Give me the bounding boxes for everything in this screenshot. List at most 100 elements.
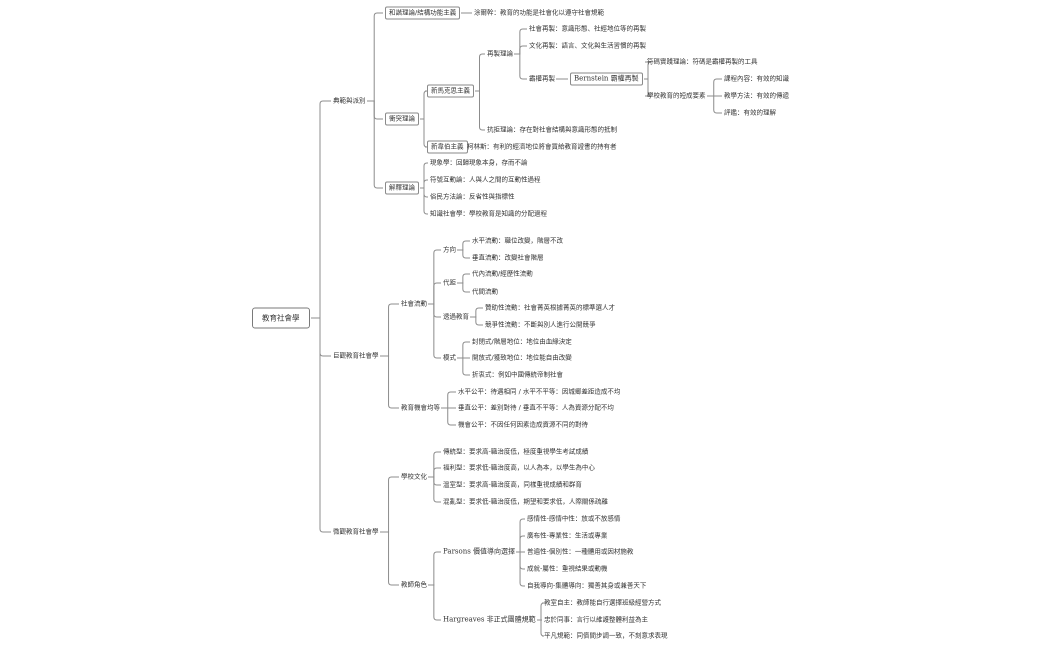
topic-node[interactable]: 知識社會學：學校教育是知識的分配過程 [430, 209, 547, 218]
topic-node[interactable]: 文化再製：語言、文化與生活習慣的再製 [529, 41, 646, 50]
topic-node[interactable]: 符號互動論：人與人之間的互動性過程 [430, 175, 541, 184]
topic-node[interactable]: 成就-屬性：重視結果或動機 [527, 564, 608, 573]
topic-node[interactable]: 代距 [443, 278, 456, 287]
topic-node[interactable]: 折衷式：例如中國傳統帝制社會 [472, 370, 563, 379]
topic-node[interactable]: 和諧理論/結構功能主義 [385, 6, 461, 20]
topic-node[interactable]: 透過教育 [443, 312, 469, 321]
topic-node[interactable]: 垂直公平：差別對待 / 垂直不平等：人為資源分配不均 [458, 403, 614, 412]
connector-line [428, 451, 441, 478]
topic-node[interactable]: 衝突理論 [385, 112, 419, 126]
topic-node[interactable]: 現象學：回歸現象本身，存而不論 [430, 158, 528, 167]
topic-node[interactable]: 福利型：要求低-職治度高，以人為本，以學生為中心 [443, 463, 595, 472]
topic-node[interactable]: 忠於同事：言行以維護整體利益為主 [544, 615, 648, 624]
topic-node[interactable]: Bernstein 霸權再製 [570, 72, 643, 86]
topic-node[interactable]: 水平流動：職位改變，階層不改 [472, 236, 563, 245]
connector-line [514, 45, 527, 55]
topic-node[interactable]: 符碼實踐理論：符碼是霸權再製的工具 [647, 57, 758, 66]
topic-node[interactable]: 社會再製：意識形態、社經地位等的再製 [529, 24, 646, 33]
connector-line [380, 303, 399, 357]
topic-node[interactable]: 柯林斯：有利的經濟地位將會買給教育證書的持有者 [467, 142, 617, 151]
topic-node[interactable]: 教學方法：有效的傳遞 [724, 91, 789, 100]
connector-line [428, 249, 441, 305]
connector-line [367, 12, 383, 102]
connector-line [428, 303, 441, 359]
topic-node[interactable]: 學校教育的短成要素 [647, 91, 706, 100]
topic-node[interactable]: 社會流動 [401, 299, 427, 308]
topic-node[interactable]: 自我導向-集體導向：獨善其身或兼善天下 [527, 581, 647, 590]
topic-node[interactable]: 微觀教育社會學 [333, 527, 379, 536]
connector-line [380, 531, 399, 586]
connector-line [420, 90, 428, 120]
connector-line [311, 317, 331, 533]
connector-line [428, 476, 441, 486]
topic-node[interactable]: 教師角色 [401, 580, 427, 589]
topic-node[interactable]: 霸權再製 [529, 74, 555, 83]
connector-line [537, 602, 545, 621]
topic-node[interactable]: 新馬克思主義 [427, 84, 474, 98]
connector-line [441, 391, 456, 409]
connector-line [457, 357, 470, 376]
topic-node[interactable]: 代間流動 [472, 287, 498, 296]
connector-line [514, 28, 527, 55]
topic-node[interactable]: 機會公平：不因任何因素造成資源不同的對待 [458, 420, 588, 429]
topic-node[interactable]: 競爭性流動：不斷與別人進行公開競爭 [485, 320, 596, 329]
connector-line [457, 240, 470, 251]
topic-node[interactable]: 平凡規範：同儕間步調一致，不刻意求表現 [544, 631, 668, 640]
topic-node[interactable]: 解釋理論 [385, 181, 419, 195]
topic-node[interactable]: 涂爾幹：教育的功能是社會化以遵守社會規範 [474, 8, 604, 17]
connector-line [428, 584, 441, 621]
connector-line [707, 78, 722, 97]
connector-line [428, 476, 441, 503]
connector-line [516, 518, 525, 553]
connector-line [380, 355, 399, 409]
topic-node[interactable]: 模式 [443, 353, 456, 362]
connector-line [380, 476, 399, 533]
topic-node[interactable]: 方向 [443, 245, 456, 254]
connector-line [420, 187, 428, 215]
connector-line [420, 118, 428, 148]
connector-line [420, 162, 428, 189]
topic-node[interactable]: 混亂型：要求低-職治度低，期望和要求低，人際關係疏離 [443, 497, 608, 506]
topic-node[interactable]: 傳統型：要求高-職治度低，極度重視學生考試成績 [443, 447, 589, 456]
topic-node[interactable]: 新韋伯主義 [427, 140, 468, 154]
connector-line [457, 273, 470, 284]
topic-node[interactable]: 典範與派別 [333, 96, 366, 105]
root-topic[interactable]: 教育社會學 [252, 307, 310, 329]
topic-node[interactable]: 教室自主：教師能自行選擇班級經營方式 [544, 598, 661, 607]
topic-node[interactable]: 廣布性-專業性：生活或專業 [527, 531, 608, 540]
connector-line [475, 90, 485, 131]
connector-line [514, 53, 527, 80]
topic-node[interactable]: 感情性-感情中性：放或不放感情 [527, 514, 621, 523]
connector-line [457, 282, 470, 293]
connector-line [516, 535, 525, 553]
connector-line [428, 303, 441, 318]
topic-node[interactable]: 巨觀教育社會學 [333, 351, 379, 360]
topic-node[interactable]: 普遍性-個別性：一種體用或因材施教 [527, 547, 634, 556]
connector-line [420, 179, 428, 189]
topic-node[interactable]: 課程內容：有效的知識 [724, 74, 789, 83]
topic-node[interactable]: 評鑑：有效的理解 [724, 108, 776, 117]
connector-line [428, 551, 441, 586]
topic-node[interactable]: 教育機會均等 [401, 403, 440, 412]
topic-node[interactable]: 垂直流動：改變社會階層 [472, 253, 544, 262]
connector-line [441, 407, 456, 426]
topic-node[interactable]: 代內流動/經歷性流動 [472, 269, 533, 278]
connector-line [470, 307, 483, 318]
topic-node[interactable]: 贊助性流動：社會菁英根據菁英的標準選人才 [485, 303, 615, 312]
connector-line [367, 100, 383, 120]
topic-node[interactable]: 開放式/獲致地位：地位能自由改變 [472, 353, 572, 362]
connector-line [537, 619, 545, 637]
topic-node[interactable]: 俗民方法論：反省性與指標性 [430, 192, 515, 201]
topic-node[interactable]: 溫室型：要求高-職治度高，同樣重視成績和群育 [443, 480, 582, 489]
topic-node[interactable]: 學校文化 [401, 472, 427, 481]
topic-node[interactable]: 封閉式/階層地位：地位由血緣決定 [472, 337, 572, 346]
topic-node[interactable]: 抗拒理論：存在對社會結構與意識形態的抵制 [487, 125, 617, 134]
topic-node[interactable]: Hargreaves 非正式團體規範 [443, 615, 536, 624]
topic-node[interactable]: 再製理論 [487, 49, 513, 58]
topic-node[interactable]: 水平公平：待遇相同 / 水平不平等：因城鄉差距造成不均 [458, 387, 621, 396]
connector-line [428, 282, 441, 305]
topic-node[interactable]: Parsons 價值導向選擇 [443, 547, 516, 556]
connector-line [516, 551, 525, 587]
